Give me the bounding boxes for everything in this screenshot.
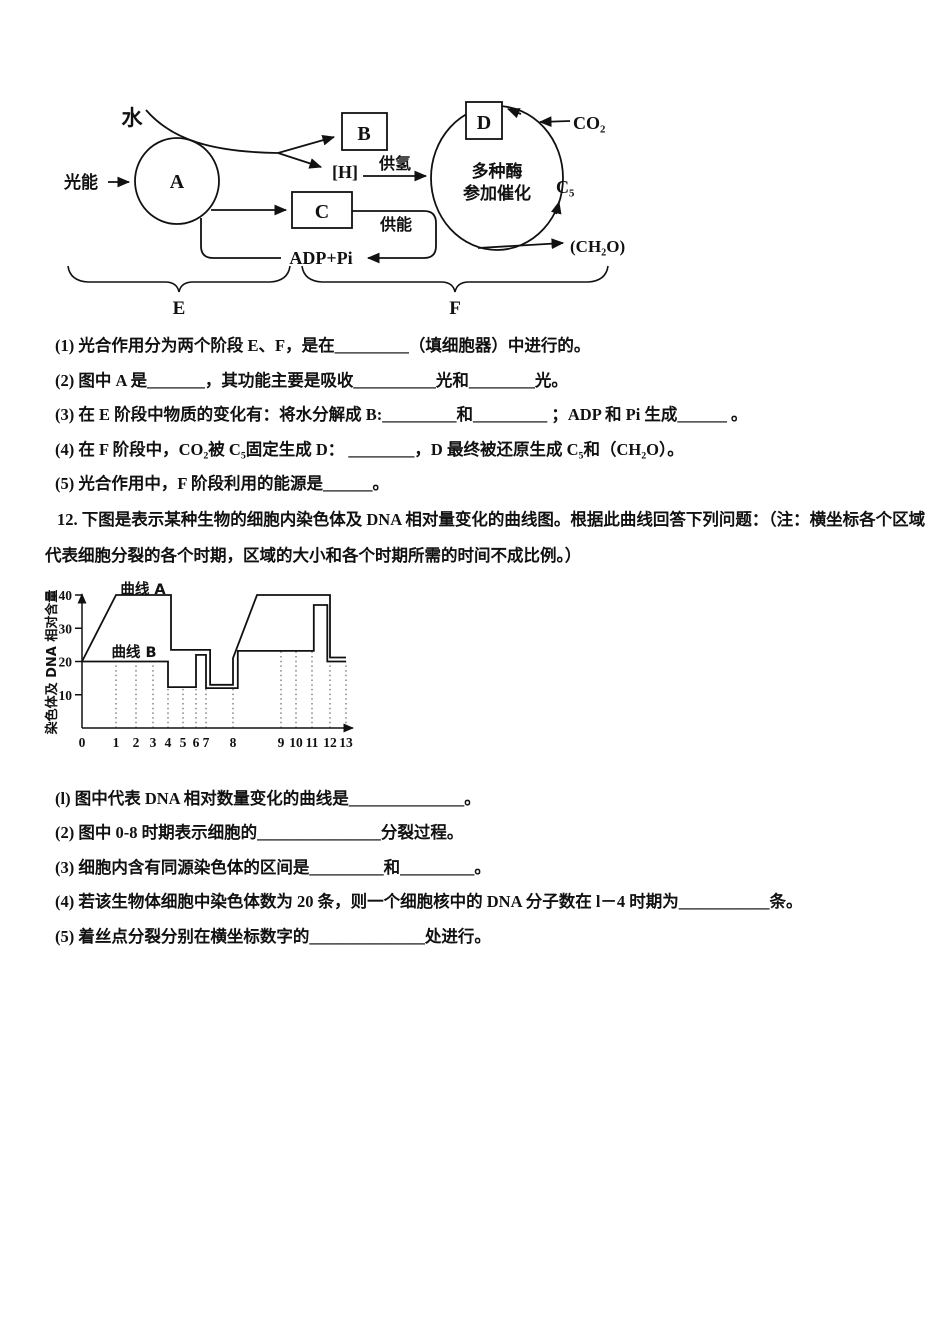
- brace-stage-f: [301, 265, 609, 293]
- q12-item-4: (4) 若该生物体细胞中染色体数为 20 条，则一个细胞核中的 DNA 分子数在…: [55, 892, 803, 911]
- label-c: C: [315, 201, 329, 223]
- x-tick-label: 3: [150, 735, 157, 750]
- structure-a-circle: [134, 137, 220, 225]
- y-tick-label: 40: [59, 588, 73, 603]
- supply-hydrogen-label: 供氢: [378, 154, 411, 173]
- water-curve: [145, 109, 279, 154]
- box-b: [341, 112, 388, 151]
- q12-item-5: (5) 着丝点分裂分别在横坐标数字的______________处进行。: [55, 927, 491, 946]
- q12-item-2: (2) 图中 0-8 时期表示细胞的_______________分裂过程。: [55, 823, 464, 842]
- x-tick-label: 6: [193, 735, 200, 750]
- enzyme-label-line2: 参加催化: [463, 183, 531, 204]
- water-label: 水: [122, 106, 144, 130]
- adp-pi-label: ADP+Pi: [289, 248, 352, 268]
- stage-f-label: F: [449, 298, 461, 319]
- co2-label: CO₂: [573, 113, 605, 133]
- q11-item-1: (1) 光合作用分为两个阶段 E、F，是在_________（填细胞器）中进行的…: [55, 336, 591, 355]
- y-axis-title: 染色体及 DNA 相对含量: [44, 590, 60, 736]
- stage-e-label: E: [173, 298, 186, 319]
- enzyme-label-line1: 多种酶: [472, 161, 523, 182]
- x-tick-label: 12: [323, 735, 337, 750]
- arrow-water-to-b: [277, 134, 336, 154]
- q12-intro: 12. 下图是表示某种生物的细胞内染色体及 DNA 相对量变化的曲线图。根据此曲…: [45, 510, 926, 565]
- x-tick-label: 9: [278, 735, 285, 750]
- q11-item-2: (2) 图中 A 是_______，其功能主要是吸收__________光和__…: [55, 371, 568, 390]
- curve-a-label: 曲线 A: [120, 580, 166, 598]
- box-d: [465, 101, 503, 140]
- light-energy-label: 光能: [63, 172, 98, 193]
- label-h: [H]: [332, 162, 358, 182]
- arrow-co2-in: [538, 116, 571, 128]
- arrow-water-to-h: [277, 152, 323, 169]
- q11-item-5: (5) 光合作用中，F 阶段利用的能源是______。: [55, 474, 389, 493]
- q12-item-1: (l) 图中代表 DNA 相对数量变化的曲线是______________。: [55, 789, 481, 808]
- curve-b-label: 曲线 B: [111, 643, 156, 661]
- brace-stage-e: [67, 265, 291, 293]
- x-tick-label: 13: [339, 735, 353, 750]
- x-tick-label: 10: [289, 735, 303, 750]
- x-tick-label: 11: [306, 735, 319, 750]
- x-tick-label: 2: [133, 735, 140, 750]
- c5-label: C₅: [556, 177, 574, 197]
- x-tick-label: 1: [113, 735, 120, 750]
- label-b: B: [357, 123, 370, 145]
- x-tick-label: 5: [180, 735, 187, 750]
- photosynthesis-diagram: 水 光能 A B C D [H] 供氢 供能 ADP+Pi CO₂ C₅ (CH…: [63, 101, 625, 319]
- q12-item-3: (3) 细胞内含有同源染色体的区间是_________和_________。: [55, 858, 491, 877]
- arrow-ch2o-out: [477, 238, 565, 250]
- x-tick-label: 8: [230, 735, 237, 750]
- y-tick-label: 30: [59, 621, 73, 636]
- arrow-arc-to-d: [506, 108, 522, 119]
- supply-energy-label: 供能: [379, 215, 412, 234]
- label-d: D: [477, 112, 491, 134]
- arrow-arc-to-c5: [550, 200, 562, 215]
- q11-item-4: (4) 在 F 阶段中，CO₂被 C₅固定生成 D： ________，D 最终…: [55, 440, 684, 459]
- y-tick-label: 10: [59, 688, 73, 703]
- ch2o-label: (CH₂O): [570, 237, 625, 256]
- x-tick-label: 7: [203, 735, 210, 750]
- label-a: A: [170, 171, 185, 193]
- y-tick-label: 20: [59, 655, 73, 670]
- chart-curve-b: [82, 604, 346, 689]
- box-c: [291, 191, 353, 229]
- loop-adp-to-a: [200, 218, 281, 259]
- x-tick-label: 0: [79, 735, 86, 750]
- q11-item-3: (3) 在 E 阶段中物质的变化有：将水分解成 B:_________和____…: [55, 405, 748, 424]
- loop-c-to-adp: [352, 210, 437, 264]
- chart-curve-a: [81, 594, 346, 686]
- x-tick-label: 4: [165, 735, 172, 750]
